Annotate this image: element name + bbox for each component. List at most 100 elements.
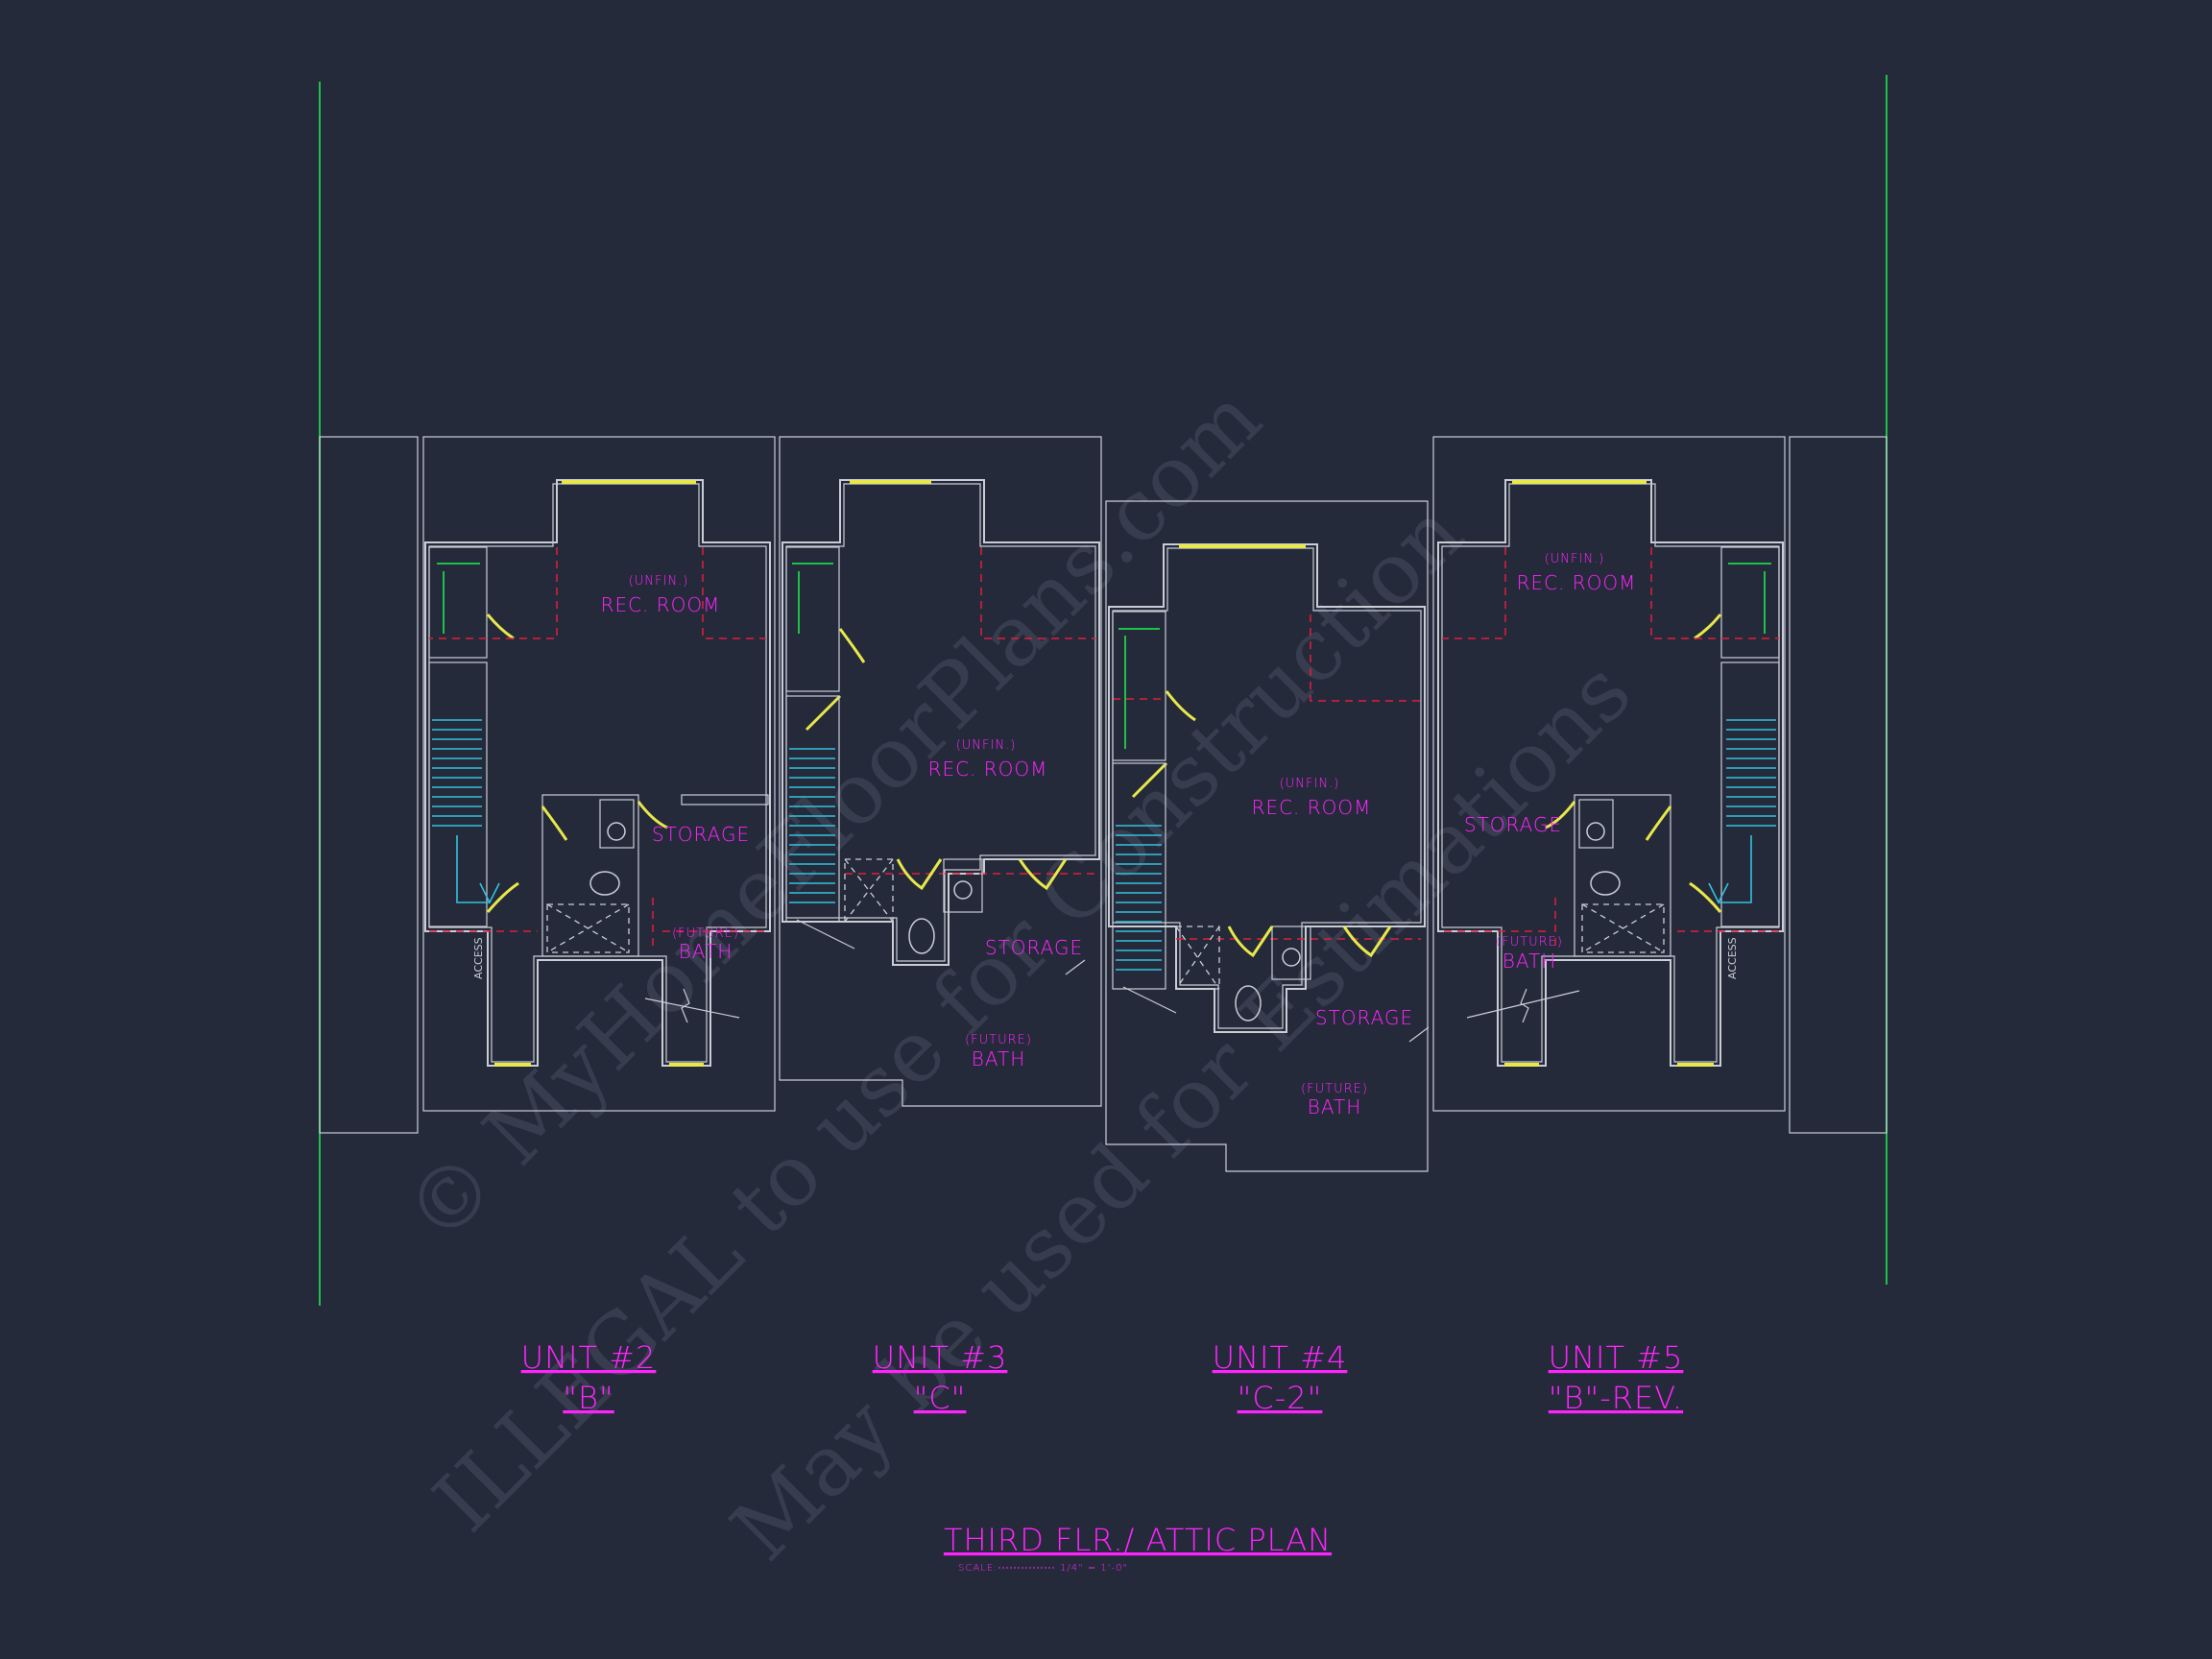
unit-5-shower	[1581, 903, 1665, 953]
unit-5-storage-label: STORAGE	[1464, 813, 1562, 836]
unit-5-shower-drain	[1581, 903, 1665, 953]
unit-3-type: "C"	[914, 1380, 967, 1416]
unit-2-hidden-lines-top	[429, 547, 766, 639]
unit-4-sink	[1282, 948, 1301, 967]
unit-4-closet-shelf	[1118, 628, 1160, 749]
unit-3-storage-label: STORAGE	[985, 936, 1083, 959]
unit-2-section-line	[644, 998, 740, 1019]
unit-5-break-mark	[1520, 988, 1529, 1023]
end-building-right	[1789, 436, 1887, 1134]
unit-4-future-label: (FUTURE)	[1301, 1082, 1368, 1096]
unit-2-stair-well	[428, 661, 488, 927]
unit-2-rec-room-label: REC. ROOM	[601, 593, 721, 616]
unit-3-vanity	[943, 858, 983, 913]
unit-3-storage-door	[1018, 858, 1068, 891]
unit-5-access-label: ACCESS	[1726, 937, 1739, 979]
unit-2-toilet	[589, 871, 620, 896]
unit-2-future-label: (FUTURE)	[672, 926, 739, 941]
scale-value: 1/4" = 1'-0"	[1060, 1563, 1128, 1574]
unit-4-toilet	[1235, 985, 1262, 1022]
unit-3-closet-shelf	[792, 563, 833, 634]
unit-2-shower	[546, 903, 630, 953]
unit-5-vanity	[1578, 799, 1614, 849]
unit-2-access-label: ACCESS	[472, 937, 485, 979]
unit-4-storage-label: STORAGE	[1315, 1006, 1413, 1029]
unit-4-break-mark	[1408, 1026, 1430, 1043]
unit-5-toilet	[1590, 871, 1621, 896]
unit-2-name: UNIT #2	[521, 1339, 657, 1376]
unit-3-stair-well	[785, 695, 840, 923]
unit-2-closet-shelf	[437, 563, 480, 634]
unit-3-section-line	[796, 919, 855, 950]
unit-4-closet-door	[1165, 690, 1196, 722]
unit-2-storage-wall	[681, 794, 769, 805]
unit-5-name: UNIT #5	[1549, 1339, 1684, 1376]
unit-5-sink	[1586, 822, 1605, 841]
unit-4-vanity	[1271, 926, 1311, 980]
drawing-title: THIRD FLR./ ATTIC PLAN	[944, 1522, 1332, 1558]
unit-5-closet-shelf	[1728, 563, 1771, 634]
unit-3-closet	[785, 546, 840, 692]
unit-5-storage-door	[1545, 801, 1576, 830]
unit-3-closet-door	[838, 628, 866, 663]
unit-4-storage-door	[1342, 926, 1392, 958]
unit-5-bath-door	[1645, 805, 1672, 841]
unit-4-section-line	[1122, 986, 1177, 1014]
unit-3-bath-door	[896, 858, 943, 891]
unit-2-sink	[607, 822, 626, 841]
unit-2-bath-room	[541, 794, 639, 957]
unit-2-hidden-lines-bottom	[429, 898, 766, 950]
unit-4-closet	[1112, 611, 1166, 761]
unit-2-storage-door	[637, 801, 668, 830]
end-building-left	[319, 436, 419, 1134]
unit-5-stair-well	[1720, 661, 1780, 927]
unit-5-bath-label: BATH	[1503, 950, 1556, 973]
unit-4-name: UNIT #4	[1213, 1339, 1348, 1376]
unit-4-roof-outline	[1105, 500, 1429, 1172]
unit-5-stair-door	[1689, 881, 1722, 913]
unit-3-rec-room-label: REC. ROOM	[928, 757, 1048, 781]
unit-3-roof-outline	[779, 436, 1102, 1107]
unit-5-hidden-lines-bottom	[1442, 898, 1779, 950]
unit-3-shower	[844, 858, 894, 923]
unit-2-bath-label: BATH	[679, 940, 733, 963]
unit-4-bath-door	[1227, 926, 1274, 958]
unit-5-future-label: (FUTURE)	[1496, 935, 1563, 950]
scale-label: SCALE:	[958, 1563, 998, 1574]
unit-5-type: "B"-REV.	[1549, 1380, 1683, 1416]
unit-3-stairs	[789, 748, 835, 903]
unit-4-hidden-line-bottom	[1113, 698, 1421, 940]
unit-5-closet	[1720, 546, 1780, 659]
unit-4-rec-room-label: REC. ROOM	[1252, 796, 1372, 819]
unit-5-stairs	[1708, 719, 1776, 904]
unit-5-bath-room	[1574, 794, 1671, 957]
unit-2-plan: (UNFIN.) REC. ROOM STORAGE (FUTURE) BATH…	[422, 436, 776, 1112]
unit-4-shower	[1175, 926, 1220, 990]
unit-3-plan: (UNFIN.) REC. ROOM STORAGE (FUTURE) BATH	[779, 436, 1102, 1107]
unit-3-hidden-line-top	[980, 547, 1095, 639]
unit-4-plan: (UNFIN.) REC. ROOM STORAGE (FUTURE) BATH	[1105, 500, 1430, 1172]
unit-2-break-mark	[681, 988, 690, 1023]
unit-5-unfin-label: (UNFIN.)	[1545, 552, 1605, 566]
unit-captions: UNIT #2 "B" UNIT #3 "C" UNIT #4 "C-2" UN…	[521, 1339, 1684, 1416]
unit-5-closet-door	[1694, 613, 1722, 640]
unit-2-vanity	[599, 799, 635, 849]
unit-5-rec-room-label: REC. ROOM	[1517, 571, 1637, 594]
unit-3-shower-drain	[844, 858, 894, 923]
unit-3-toilet	[908, 918, 935, 954]
unit-4-type: "C-2"	[1238, 1380, 1323, 1416]
unit-4-stair-well	[1112, 762, 1166, 990]
unit-2-unfin-label: (UNFIN.)	[629, 574, 689, 589]
unit-3-future-label: (FUTURE)	[965, 1033, 1032, 1047]
drawing-title-block: THIRD FLR./ ATTIC PLAN SCALE: 1/4" = 1'-…	[944, 1522, 1332, 1574]
unit-3-sink	[953, 880, 973, 900]
unit-2-type: "B"	[563, 1380, 613, 1416]
unit-3-dotted-wall	[984, 541, 1100, 549]
unit-4-bath-label: BATH	[1308, 1095, 1361, 1118]
unit-3-stair-door	[805, 694, 842, 732]
unit-3-break-mark	[1065, 959, 1086, 975]
unit-2-closet-door	[486, 613, 515, 640]
unit-4-stairs	[1116, 825, 1162, 971]
unit-4-unfin-label: (UNFIN.)	[1280, 777, 1340, 791]
